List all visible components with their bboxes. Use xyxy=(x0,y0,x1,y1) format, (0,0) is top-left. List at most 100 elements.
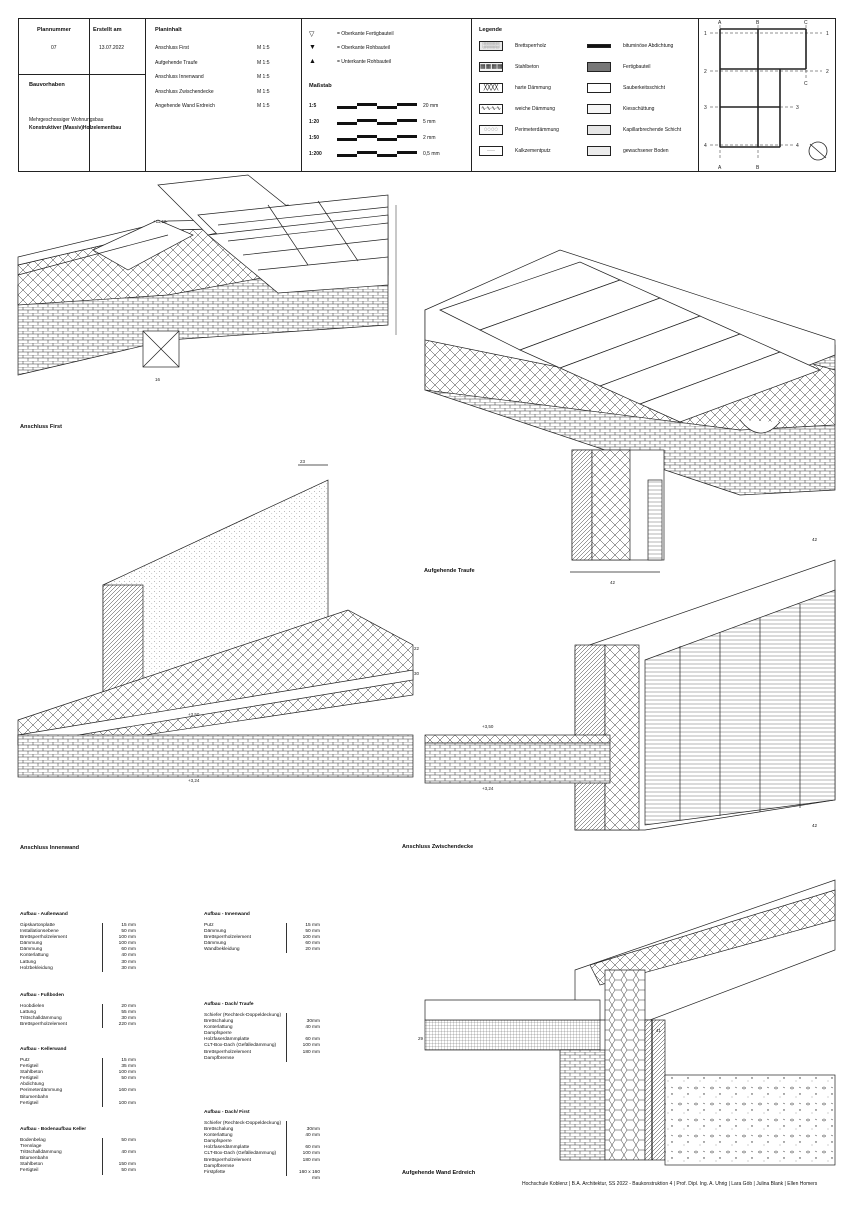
table-cell-name: Stahlbeton xyxy=(20,1162,43,1168)
scale-bar xyxy=(337,151,417,157)
table-cell-name: Dämmung xyxy=(20,947,43,953)
table-cell-value xyxy=(102,1082,136,1089)
table-cell-name: Brettsperrholzelement xyxy=(20,935,67,941)
table-cell-name: Hoobdielen xyxy=(20,1004,45,1009)
level-symbol-icon: ▼ xyxy=(309,44,316,51)
legend-swatch: ◌◌◌◌ xyxy=(479,125,503,135)
table-cell-value: 30 mm xyxy=(102,959,136,966)
table-cell-name: Brettschalung xyxy=(204,1019,234,1025)
table-cell-name: Wandbekleidung xyxy=(204,947,240,953)
divider xyxy=(698,19,699,171)
detail-aufgehende-traufe: 42 xyxy=(424,249,836,585)
detail-anschluss-innenwand: 23 +3,50 +3,24 22 30 xyxy=(17,459,420,783)
level-symbol-icon: ▽ xyxy=(309,31,315,38)
table-cell-name: Dampfsperre xyxy=(204,1031,232,1037)
legend-swatch xyxy=(587,146,611,156)
table-cell-name: Dampfsperre xyxy=(204,1139,232,1145)
planinhalt-scale: M 1:5 xyxy=(257,45,270,51)
scale-bar-segment xyxy=(377,154,397,157)
table-cell-name: Stahlbeton xyxy=(20,1070,43,1076)
table-row: Lattung 30 mm xyxy=(20,959,136,966)
table-cell-name: CLT-Box-Dach (Gefälledämmung) xyxy=(204,1151,277,1157)
planinhalt-scale: M 1:5 xyxy=(257,59,270,66)
caption-aufgehende-traufe: Aufgehende Traufe xyxy=(424,568,475,574)
legend-swatch xyxy=(587,62,611,72)
grid-letter: C xyxy=(804,20,808,26)
erstellt-value: 13.07.2022 xyxy=(99,45,125,51)
table-cell-value: 100 mm xyxy=(286,1151,320,1158)
scale-bar-segment xyxy=(357,103,377,106)
planinhalt-item: Anschluss Innenwand xyxy=(155,74,204,80)
key-plan: A B C A B C 1 2 3 4 1 2 3 4 xyxy=(704,20,829,171)
table-cell-value xyxy=(286,1139,320,1146)
level-symbol-icon: ▲ xyxy=(309,58,316,65)
scale-bar-segment xyxy=(377,138,397,141)
table-cell-value: 160 x 160 mm xyxy=(286,1169,320,1181)
table-cell-name: Dämmung xyxy=(20,941,43,947)
legend-swatch: ╳╳╳╳ xyxy=(479,83,503,93)
table-cell-name: Bodenbelag xyxy=(20,1138,46,1143)
table-row: Dampfbremse xyxy=(204,1163,320,1170)
table-cell-name: Lattung xyxy=(20,959,37,965)
dimension-label: 42 xyxy=(812,823,818,828)
table-cell-value xyxy=(286,1163,320,1170)
level-marker: +3,50 xyxy=(482,724,494,729)
divider xyxy=(471,19,472,171)
level-marker: +3,50 xyxy=(188,712,200,717)
table-title: Aufbau - Bodenaufbau Keller xyxy=(20,1127,87,1132)
level-symbol-label: = Oberkante Rohbauteil xyxy=(337,45,390,51)
scale-length: 20 mm xyxy=(423,103,439,109)
scale-ratio: 1:20 xyxy=(309,119,320,125)
grid-number: 4 xyxy=(796,143,799,149)
bauvorhaben-line2: Konstruktiver (Massiv)Holzelementbau xyxy=(29,125,122,131)
table-cell-name: Putz xyxy=(20,1058,30,1063)
detail-anschluss-zwischendecke: +3,50 +3,24 xyxy=(424,559,836,831)
level-marker: +3,24 xyxy=(188,778,200,783)
legend-label: Kiesschüttung xyxy=(623,106,655,112)
legend-swatch xyxy=(587,104,611,114)
table-title: Aufbau - Kellerwand xyxy=(20,1047,67,1052)
table-cell-value: 60 mm xyxy=(286,1037,320,1044)
table-row: Bitumenbahn xyxy=(20,1094,136,1101)
dimension-label: 42 xyxy=(812,537,818,542)
legend-label: harte Dämmung xyxy=(515,85,551,91)
caption-anschluss-first: Anschluss First xyxy=(20,424,62,430)
table-cell-name: Dämmung xyxy=(204,941,227,947)
table-cell-name: Putz xyxy=(204,923,214,928)
table-cell-name: Brettsperrholzelement xyxy=(204,1049,251,1055)
table-cell-name: Brettsperrholzelement xyxy=(204,1157,251,1163)
scale-bar-segment xyxy=(377,122,397,125)
grid-number: 3 xyxy=(796,105,799,111)
table-cell-name: Perimeterdämmung xyxy=(20,1088,63,1094)
planinhalt-scale: M 1:5 xyxy=(257,74,270,80)
legend-label: Kalkzementputz xyxy=(515,148,551,154)
table-row: CLT-Box-Dach (Gefälledämmung)100 mm xyxy=(204,1043,320,1050)
caption-anschluss-innenwand: Anschluss Innenwand xyxy=(20,845,80,851)
dimension-label: 42 xyxy=(610,580,616,585)
legend-label: Sauberkeitsschicht xyxy=(623,85,665,91)
table-cell-value: 60 mm xyxy=(286,1145,320,1152)
grid-letter: B xyxy=(756,20,760,26)
table-cell-value xyxy=(286,1031,320,1038)
dimension-label: 16 xyxy=(155,377,161,382)
level-symbol-label: = Unterkante Rohbauteil xyxy=(337,59,392,65)
scale-bar-segment xyxy=(337,122,357,125)
table-cell-name: Abdichtung xyxy=(20,1082,45,1088)
footer-credits: Hochschule Koblenz | B.A. Architektur, S… xyxy=(522,1181,818,1187)
